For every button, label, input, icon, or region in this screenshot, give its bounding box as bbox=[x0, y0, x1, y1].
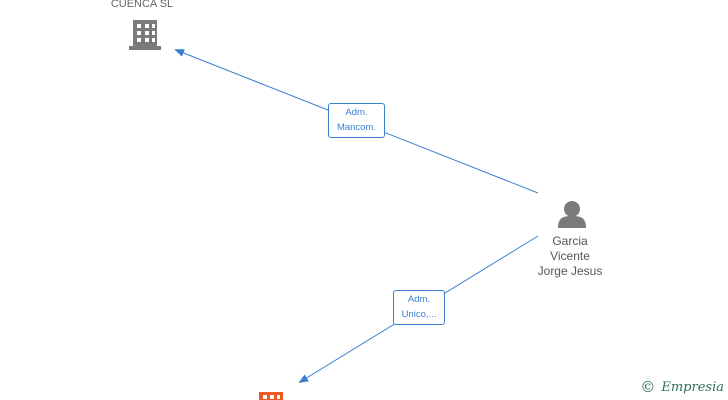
edge-label-to-top-company[interactable]: Adm. Mancom. bbox=[328, 103, 385, 138]
person-name-line-1: Garcia bbox=[552, 234, 588, 248]
building-icon[interactable] bbox=[129, 20, 161, 50]
building-icon[interactable] bbox=[259, 392, 283, 400]
edge-label-line-1: Adm. bbox=[407, 294, 431, 305]
edge-label-to-bottom-company[interactable]: Adm. Unico,... bbox=[393, 290, 445, 325]
person-icon[interactable] bbox=[558, 201, 586, 228]
empresia-watermark: © Empresia bbox=[640, 378, 724, 396]
edge-label-line-1: Adm. bbox=[345, 107, 368, 118]
person-name-line-3: Jorge Jesus bbox=[537, 264, 603, 278]
brand-logo-text: Empresia bbox=[661, 379, 724, 395]
person-name-line-2: Vicente bbox=[550, 249, 590, 263]
company-name-top[interactable]: CUENCA SL bbox=[110, 0, 174, 10]
edge-label-line-2: Mancom. bbox=[336, 122, 377, 133]
edge-label-line-2: Unico,... bbox=[401, 309, 437, 320]
copyright-icon: © bbox=[640, 378, 656, 396]
person-name[interactable]: Garcia Vicente Jorge Jesus bbox=[520, 234, 620, 279]
